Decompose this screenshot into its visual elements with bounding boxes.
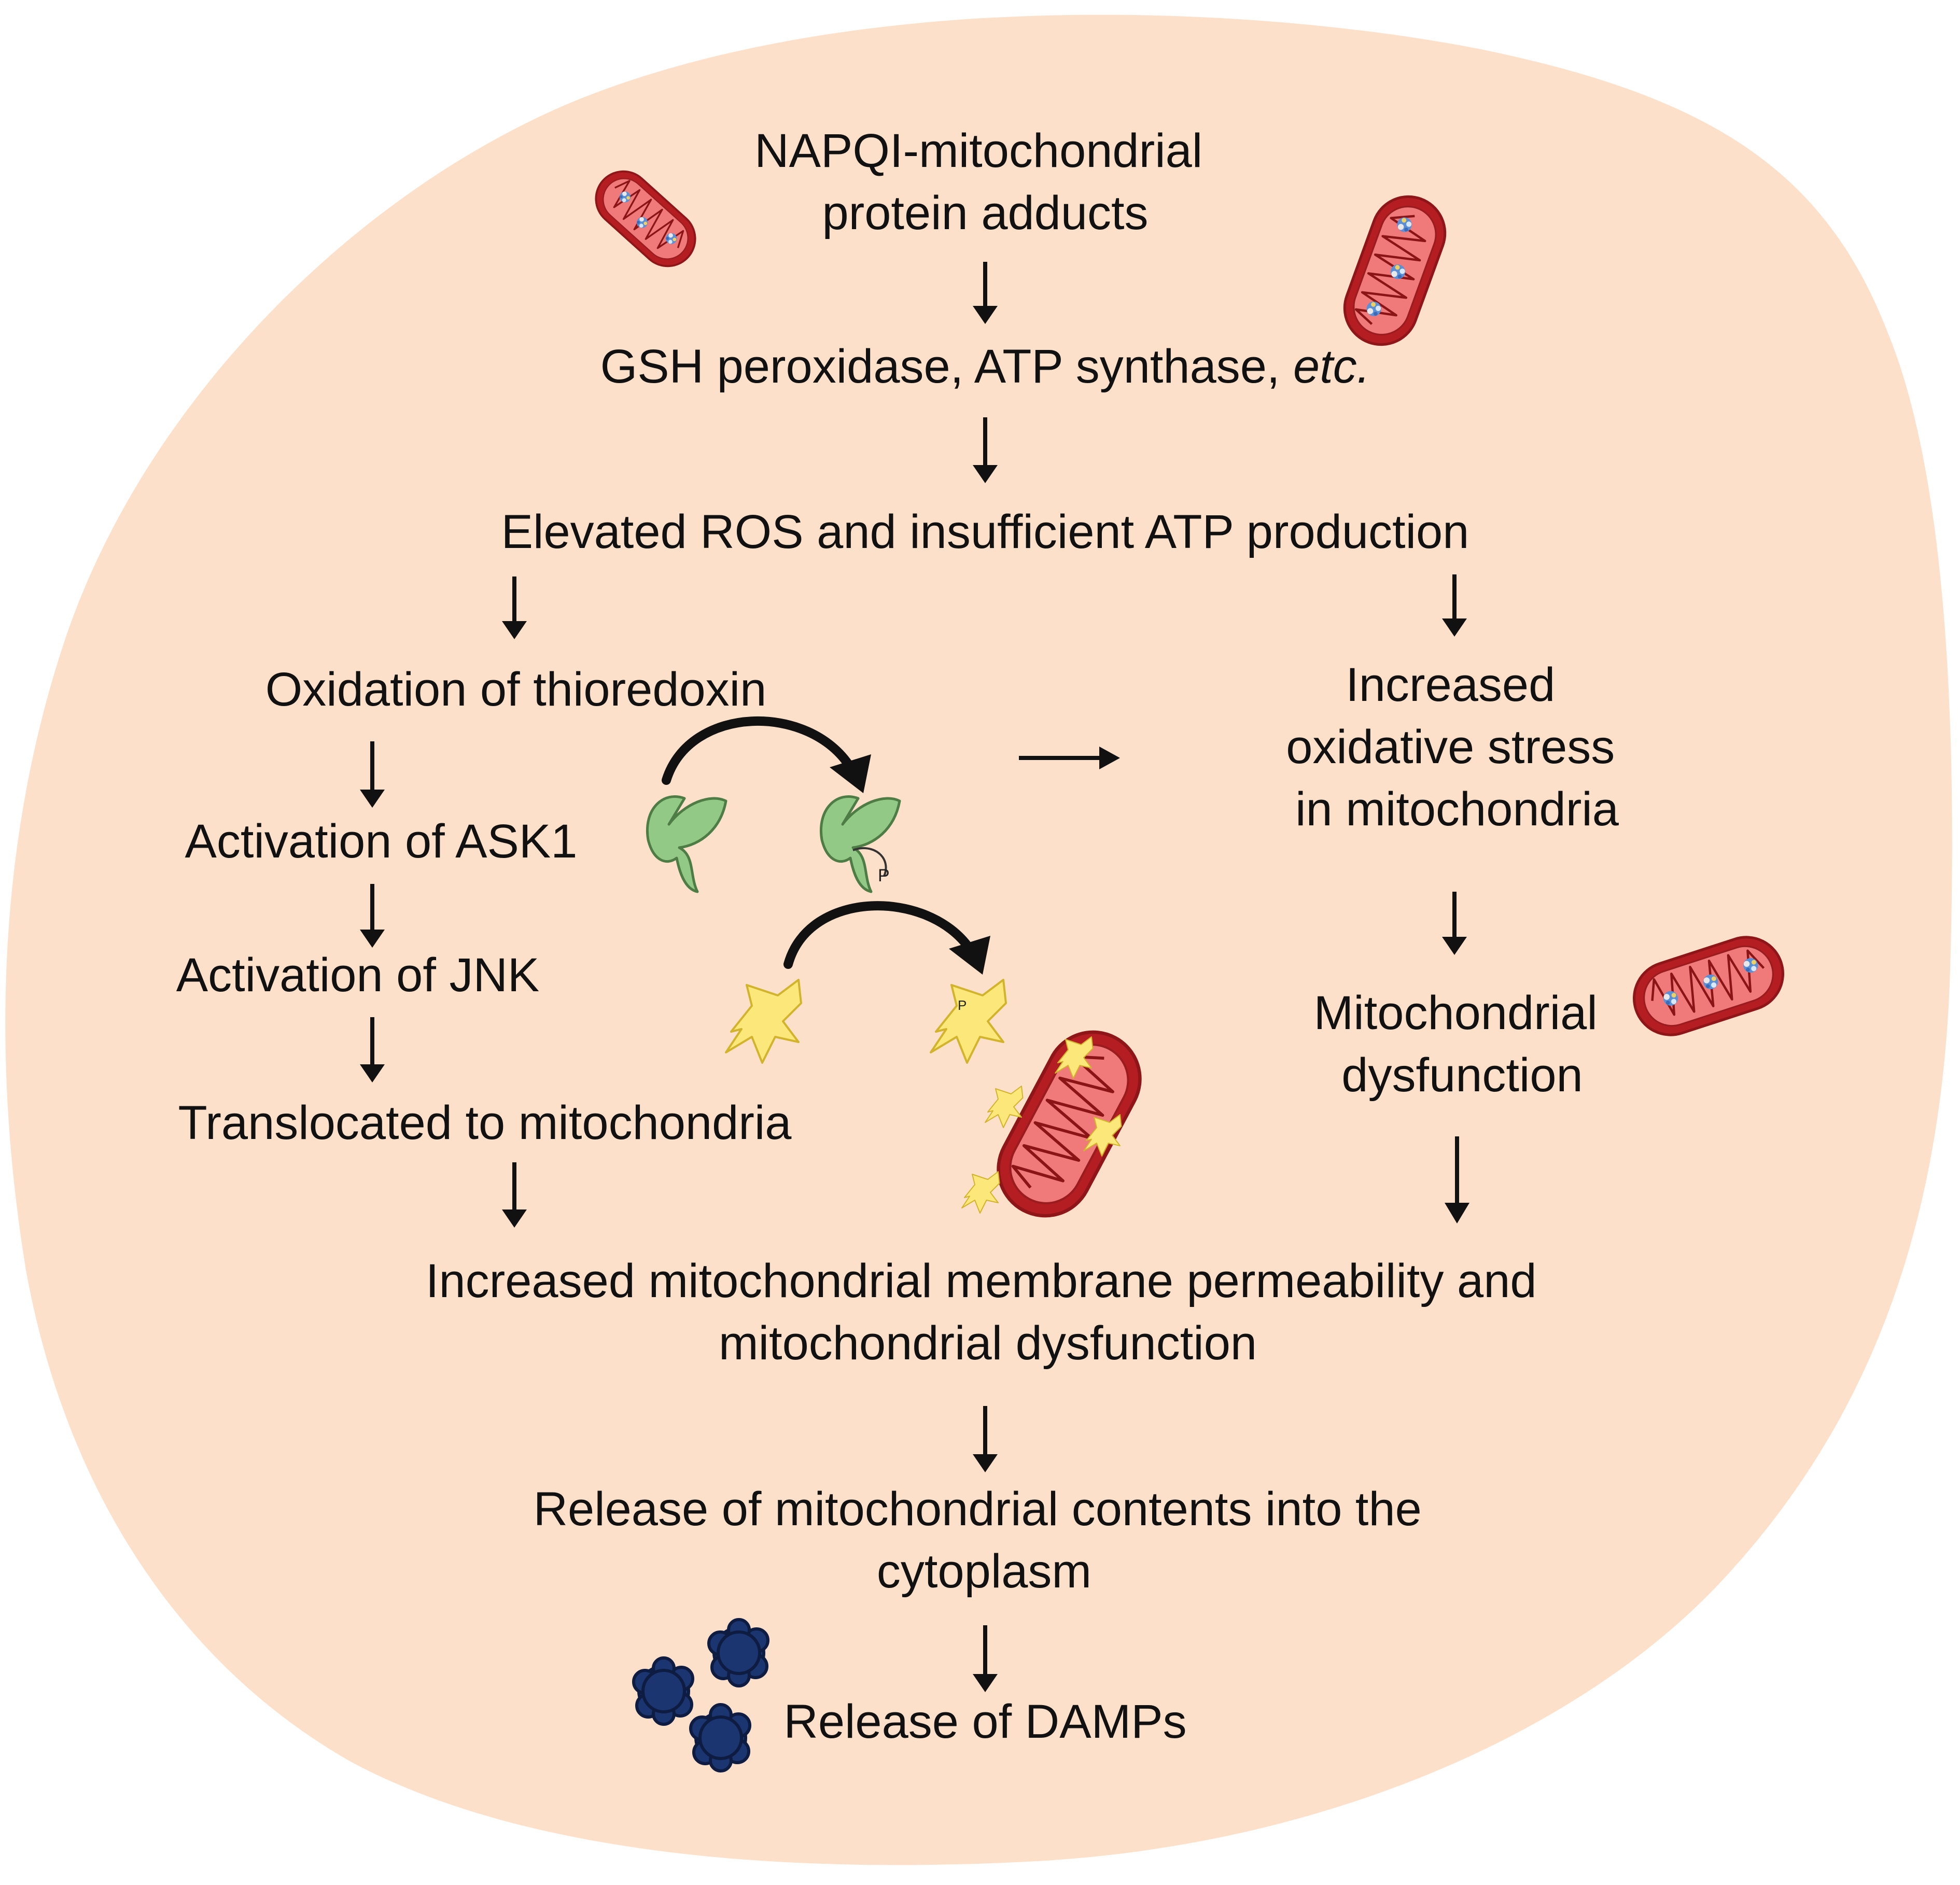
arrow-permeability-to-release — [973, 1406, 998, 1472]
arrow-release-to-damps — [973, 1625, 998, 1692]
arrow-gsh-to-ros — [973, 417, 998, 483]
oxidative-stress-label: Increased oxidative stress in mitochondr… — [1286, 658, 1628, 836]
ask1-label: Activation of ASK1 — [185, 815, 578, 868]
ask1-phospho-protein-icon: P — [821, 797, 900, 892]
damps-label: Release of DAMPs — [783, 1695, 1186, 1748]
release-contents-label: Release of mitochondrial contents into t… — [534, 1483, 1435, 1598]
arrow-translocated-to-permeability — [502, 1162, 527, 1228]
arrow-mito-dysfunction-to-permeability — [1445, 1136, 1469, 1223]
jnk-phospho-protein-icon: P — [930, 979, 1007, 1064]
permeability-label: Increased mitochondrial membrane permeab… — [426, 1255, 1550, 1370]
arrow-jnk-to-translocated — [360, 1017, 385, 1082]
arrow-thioredoxin-to-ask1 — [360, 741, 385, 808]
arrow-oxidative-stress-to-mito-dysfunction — [1442, 892, 1467, 955]
jnk-label: Activation of JNK — [176, 949, 540, 1002]
napqi-label: NAPQI-mitochondrial protein adducts — [754, 124, 1216, 240]
jnk-phosphorylation-arrow — [783, 901, 990, 975]
thioredoxin-label: Oxidation of thioredoxin — [265, 663, 767, 716]
arrow-ros-to-thioredoxin — [502, 576, 527, 639]
arrow-ask1-to-jnk — [360, 884, 385, 948]
gsh-label: GSH peroxidase, ATP synthase, etc. — [600, 340, 1370, 393]
phospho-label: P — [878, 866, 890, 885]
ask1-phosphorylation-arrow — [662, 716, 871, 793]
arrow-ros-to-oxidative-stress — [1442, 574, 1467, 637]
arrow-napqi-to-gsh — [973, 262, 998, 324]
ros-label: Elevated ROS and insufficient ATP produc… — [501, 505, 1469, 558]
jnk-phospho-label: P — [958, 997, 967, 1013]
mito-dysfunction-label: Mitochondrial dysfunction — [1314, 987, 1611, 1102]
arrow-to-oxidative-stress — [1019, 747, 1120, 769]
translocated-label: Translocated to mitochondria — [178, 1096, 792, 1149]
